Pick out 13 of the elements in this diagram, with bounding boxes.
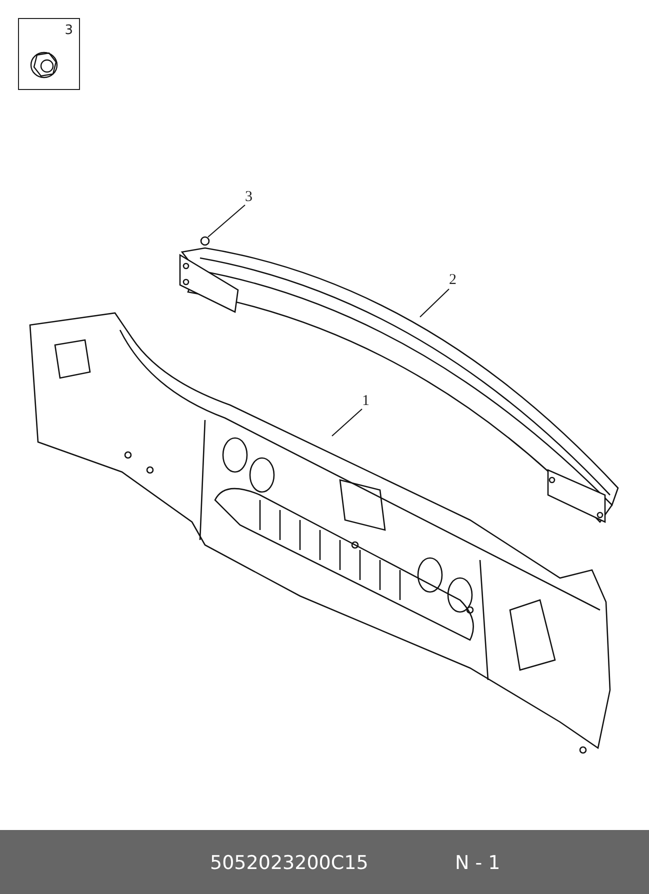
sheet-number: N - 1 bbox=[455, 852, 500, 874]
inset-box bbox=[18, 18, 80, 90]
callout-number: 2 bbox=[449, 271, 463, 289]
nut-location-mark bbox=[200, 236, 210, 246]
callout-number: 1 bbox=[362, 392, 376, 410]
leader-line bbox=[420, 288, 450, 318]
rear-bumper-beam-drawing bbox=[179, 247, 619, 524]
leader-line bbox=[208, 204, 246, 238]
callout-number: 3 bbox=[245, 188, 259, 206]
leader-line bbox=[332, 408, 362, 436]
part-number: 5052023200C15 bbox=[210, 852, 368, 874]
rear-panel-drawing bbox=[29, 312, 611, 754]
callout-number: 3 bbox=[64, 22, 73, 40]
